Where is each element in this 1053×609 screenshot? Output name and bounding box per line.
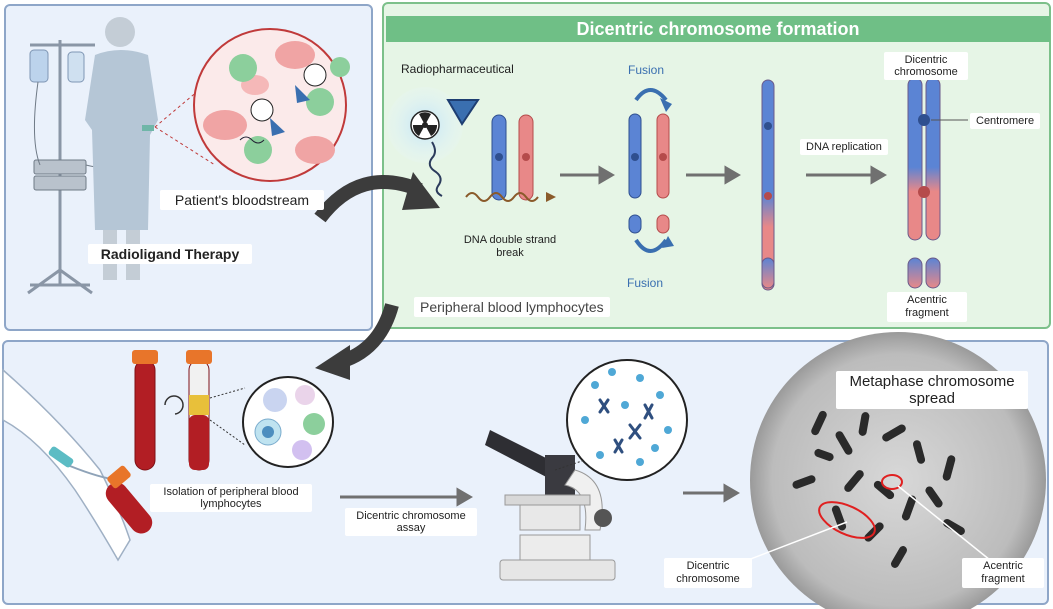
patient-silhouette <box>85 17 158 280</box>
chromosome-dicentric <box>907 77 968 289</box>
spread-dicentric-label: Dicentric chromosome <box>664 558 752 588</box>
blood-tubes <box>105 350 212 534</box>
chromosome-fused <box>761 79 775 291</box>
bloodstream-magnifier <box>193 28 350 182</box>
iv-stand-illustration <box>27 40 146 295</box>
acentric-label: Acentric fragment <box>887 292 967 322</box>
bloodstream-label: Patient's bloodstream <box>160 190 324 210</box>
flow-arrow-to-formation <box>314 175 423 223</box>
microscope-illustration <box>485 430 616 581</box>
step-arrows <box>560 165 887 185</box>
radioligand-therapy-label: Radioligand Therapy <box>88 244 252 264</box>
fusion-bottom-label: Fusion <box>627 276 664 290</box>
spread-title: Metaphase chromosome spread <box>836 371 1028 409</box>
radiopharmaceutical-label: Radiopharmaceutical <box>401 62 514 76</box>
formation-title: Dicentric chromosome formation <box>386 16 1050 42</box>
radiopharmaceutical-icon <box>387 87 480 197</box>
isolation-label: Isolation of peripheral blood lymphocyte… <box>150 484 312 512</box>
chromosome-broken-pair <box>628 113 670 234</box>
spread-acentric-label: Acentric fragment <box>962 558 1044 588</box>
centromere-label: Centromere <box>970 113 1041 129</box>
assay-arrow <box>340 483 740 507</box>
dsb-label: DNA double strand break <box>463 234 557 259</box>
panel-top-right <box>382 2 1051 329</box>
replication-label: DNA replication <box>800 139 888 155</box>
fusion-arrow-top <box>634 88 668 102</box>
dsb-wave <box>465 192 539 202</box>
chromosome-pair-original <box>491 114 534 201</box>
fusion-arrow-bottom <box>634 238 668 253</box>
chromosome-magnifier <box>566 359 688 481</box>
lymphocytes-label: Peripheral blood lymphocytes <box>414 297 610 317</box>
fusion-top-label: Fusion <box>628 63 665 77</box>
assay-label: Dicentric chromosome assay <box>345 508 477 536</box>
dicentric-label: Dicentric chromosome <box>884 52 968 80</box>
lymphocyte-magnifier <box>242 376 334 468</box>
